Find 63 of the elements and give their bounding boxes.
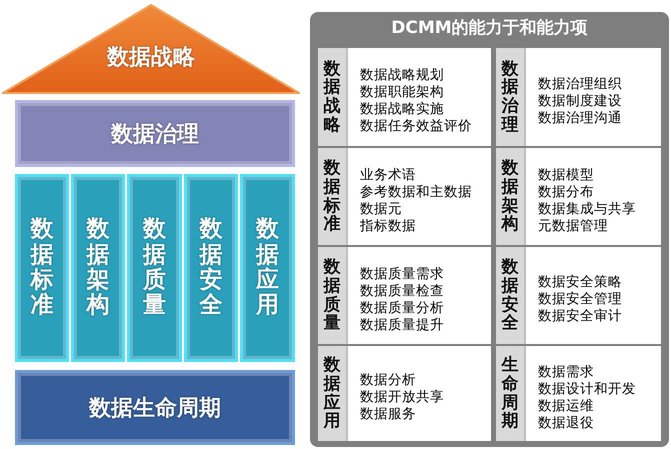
layer-band: [15, 370, 295, 445]
capability-item: 数据服务: [360, 406, 417, 423]
pillar-box: [71, 174, 125, 362]
capability-item: 数据质量需求: [360, 266, 444, 282]
domain-label: 数据安全: [502, 258, 518, 333]
capability-item: 数据质量分析: [360, 300, 444, 316]
domain-label: 数据治理: [502, 60, 518, 134]
capability-item: 数据质量提升: [360, 316, 444, 334]
capability-item: 数据治理组织: [538, 76, 622, 92]
pillar-box: [15, 174, 69, 362]
domain-label: 数据质量: [324, 258, 340, 333]
layer-label: 数据治理: [111, 120, 199, 148]
capability-item: 数据设计和开发: [538, 380, 636, 398]
layer-label: 数据安全: [200, 217, 222, 319]
capability-item: 数据模型: [538, 166, 595, 184]
layer-band: [15, 100, 295, 167]
capability-item: 数据分布: [538, 184, 595, 200]
panel-title: DCMM的能力于和能力项: [390, 17, 589, 39]
capability-item: 数据战略实施: [360, 101, 445, 118]
capability-item: 数据战略规划: [360, 67, 445, 84]
capability-card: [496, 148, 661, 245]
layer-label: 数据生命周期: [89, 394, 221, 422]
capability-item: 数据任务效益评价: [360, 118, 472, 135]
capability-item: 指标数据: [360, 218, 417, 234]
capability-item: 元数据管理: [538, 218, 609, 234]
capability-item: 数据退役: [538, 414, 595, 432]
capability-card: [318, 346, 491, 441]
capability-item: 数据质量检查: [360, 282, 444, 300]
layer-label: 数据应用: [256, 217, 279, 319]
pillar-box: [184, 174, 238, 362]
capability-item: 数据制度建设: [538, 92, 622, 110]
domain-label: 数据应用: [324, 356, 340, 431]
layer-label: 数据架构: [86, 217, 110, 319]
capability-item: 业务术语: [360, 166, 417, 184]
layer-label: 数据标准: [30, 217, 54, 319]
layer-label: 数据质量: [143, 217, 166, 319]
pillar-box: [240, 174, 295, 362]
capability-item: 数据运维: [538, 398, 595, 414]
capability-panel: [310, 12, 669, 447]
capability-item: 数据需求: [538, 364, 595, 380]
domain-label: 数据战略: [324, 60, 340, 134]
capability-item: 数据职能架构: [360, 84, 445, 101]
capability-item: 数据开放共享: [360, 389, 444, 406]
domain-label: 生命周期: [502, 356, 518, 431]
capability-item: 数据分析: [360, 372, 417, 389]
capability-card: [318, 247, 491, 344]
capability-card: [318, 148, 491, 245]
capability-item: 数据安全审计: [538, 308, 622, 325]
capability-card: [496, 346, 661, 441]
capability-card: [318, 48, 491, 146]
domain-label: 数据架构: [502, 159, 518, 234]
capability-card: [496, 247, 661, 344]
capability-card: [496, 48, 661, 146]
capability-item: 数据安全管理: [538, 291, 622, 308]
capability-item: 参考数据和主数据: [360, 184, 472, 200]
capability-item: 数据元: [360, 200, 403, 218]
capability-item: 数据治理沟通: [538, 110, 622, 126]
roof-triangle: [2, 4, 300, 94]
pillar-box: [127, 174, 182, 362]
strategy-label: 数据战略: [106, 44, 196, 72]
capability-item: 数据集成与共享: [538, 200, 636, 218]
capability-item: 数据安全策略: [538, 274, 622, 291]
domain-label: 数据标准: [324, 159, 340, 234]
